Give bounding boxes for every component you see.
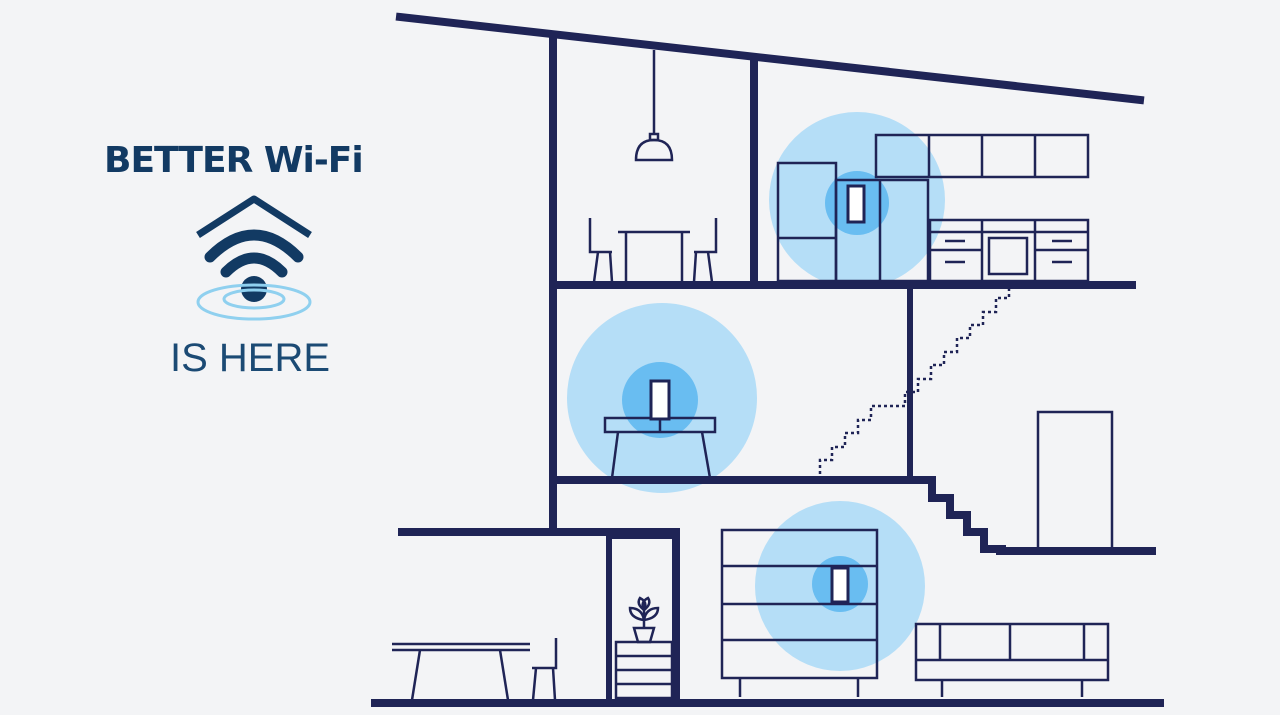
headline-title: BETTER Wi-Fi [104,140,364,181]
sofa [914,622,1110,697]
staircase-dotted [818,283,1022,474]
potted-plant-icon [628,596,660,644]
brand-block: BETTER Wi-Fi IS HERE [100,140,405,385]
pendant-lamp-icon [634,50,674,162]
hallway-frame [606,533,680,700]
mesh-router-icon [830,566,850,604]
dining-set-ground [392,638,558,701]
shelving-unit [720,528,879,697]
door [1036,410,1114,551]
dining-set-upper [588,218,718,283]
roof-line [395,12,1145,105]
kitchen [776,133,1090,283]
headline-subtitle: IS HERE [170,336,331,380]
staircase-solid [928,476,1006,553]
mesh-router-icon [846,184,866,224]
house-wifi-icon [196,195,312,321]
mesh-router-icon [649,379,671,421]
